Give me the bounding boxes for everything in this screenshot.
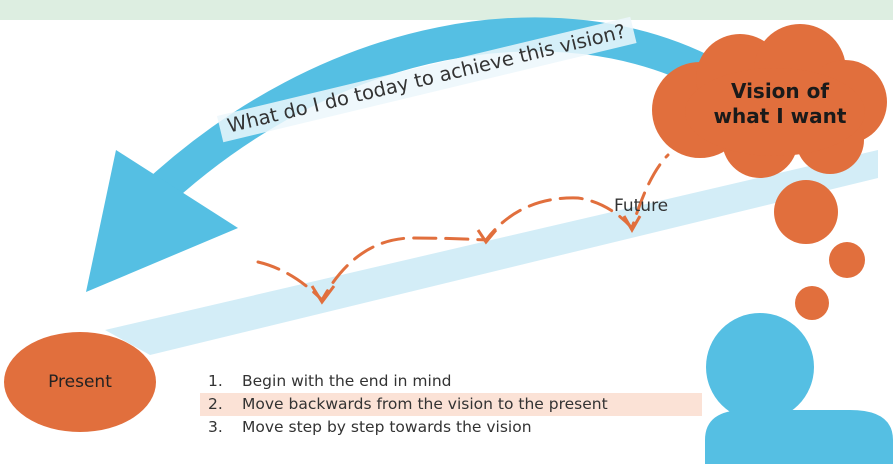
step-text: Begin with the end in mind <box>242 372 452 390</box>
step-text: Move backwards from the vision to the pr… <box>242 395 608 413</box>
person-head <box>706 313 814 421</box>
backcast-arrow-head <box>86 150 238 292</box>
vision-label-line1: Vision of <box>730 79 830 103</box>
step-number: 2. <box>208 395 223 413</box>
step-item: 3. Move step by step towards the vision <box>200 416 702 439</box>
vision-cloud <box>652 24 887 178</box>
step-number: 3. <box>208 418 223 436</box>
present-ellipse <box>4 332 156 432</box>
step-item: 1. Begin with the end in mind <box>200 370 702 393</box>
timeline-wedge <box>105 150 878 355</box>
person-body <box>705 410 893 464</box>
present-label: Present <box>48 372 112 392</box>
vision-label: Vision of what I want <box>700 79 860 129</box>
thought-bubble <box>795 286 829 320</box>
step-item-highlighted: 2. Move backwards from the vision to the … <box>200 393 702 416</box>
steps-list: 1. Begin with the end in mind 2. Move back… <box>200 370 702 439</box>
thought-bubble <box>774 180 838 244</box>
future-label: Future <box>614 196 669 216</box>
step-chevron <box>310 285 336 305</box>
vision-label-line2: what I want <box>713 104 847 128</box>
step-chevron <box>476 229 498 245</box>
top-band <box>0 0 893 20</box>
step-chevron <box>622 215 642 234</box>
thought-bubble <box>829 242 865 278</box>
step-text: Move step by step towards the vision <box>242 418 532 436</box>
step-number: 1. <box>208 372 223 390</box>
